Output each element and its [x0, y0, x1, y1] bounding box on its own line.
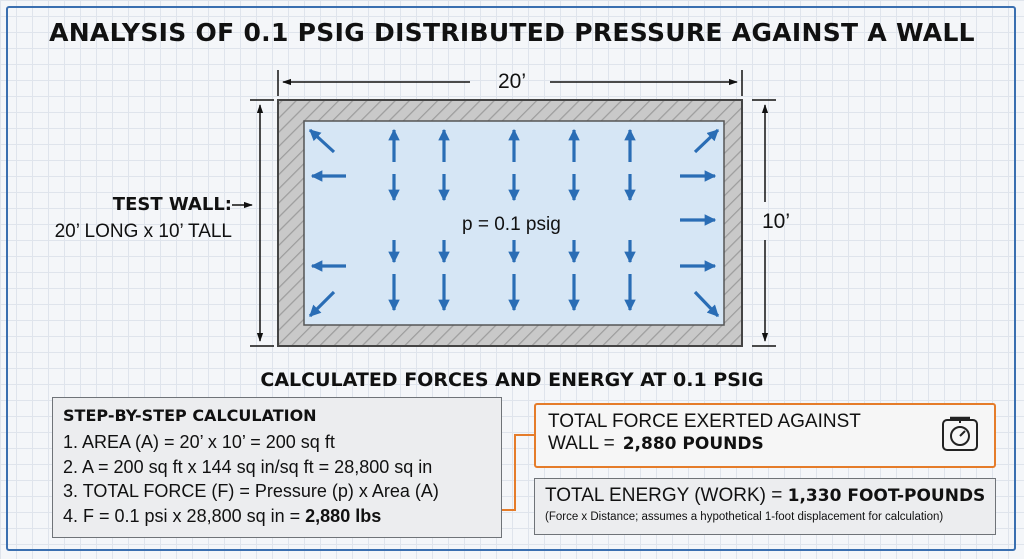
energy-prefix: TOTAL ENERGY (WORK) = — [545, 485, 788, 506]
width-label: 20’ — [498, 70, 527, 93]
pressure-arrow — [693, 128, 720, 154]
height-label: 10’ — [762, 210, 791, 233]
pressure-label: p = 0.1 psig — [462, 214, 561, 235]
left-height-dimension — [250, 99, 274, 347]
test-wall-size: 20’ LONG x 10’ TALL — [54, 221, 232, 242]
height-dimension — [752, 99, 776, 347]
connector-line — [502, 434, 534, 511]
section-subtitle: CALCULATED FORCES AND ENERGY AT 0.1 PSIG — [260, 369, 764, 391]
step-4-result: 2,880 lbs — [305, 505, 382, 526]
step-4: 4. F = 0.1 psi x 28,800 sq in = 2,880 lb… — [63, 504, 501, 529]
test-wall-title: TEST WALL: — [112, 194, 232, 215]
energy-note: (Force x Distance; assumes a hypothetica… — [545, 511, 944, 523]
calculation-steps-box: STEP-BY-STEP CALCULATION 1. AREA (A) = 2… — [52, 397, 502, 538]
step-4-text: 4. F = 0.1 psi x 28,800 sq in = — [63, 505, 306, 526]
step-2: 2. A = 200 sq ft x 144 sq in/sq ft = 28,… — [63, 456, 433, 477]
force-prefix: WALL = — [548, 433, 615, 454]
step-3: 3. TOTAL FORCE (F) = Pressure (p) x Area… — [63, 481, 439, 501]
page-title: ANALYSIS OF 0.1 PSIG DISTRIBUTED PRESSUR… — [49, 18, 975, 47]
pressure-arrows — [308, 128, 720, 318]
pressure-arrow — [308, 290, 336, 318]
test-wall-label: TEST WALL: 20’ LONG x 10’ TALL — [40, 194, 232, 243]
step-1: 1. AREA (A) = 20’ x 10’ = 200 sq ft — [63, 432, 335, 452]
steps-heading: STEP-BY-STEP CALCULATION — [63, 406, 317, 425]
force-line-2: WALL = 2,880 POUNDS — [548, 433, 994, 455]
energy-line: TOTAL ENERGY (WORK) = 1,330 FOOT-POUNDS — [545, 485, 995, 507]
force-line-1: TOTAL FORCE EXERTED AGAINST — [548, 411, 861, 432]
total-energy-box: TOTAL ENERGY (WORK) = 1,330 FOOT-POUNDS … — [534, 478, 996, 535]
scale-icon — [942, 416, 978, 451]
pressure-arrow — [308, 128, 336, 154]
energy-value: 1,330 FOOT-POUNDS — [787, 486, 986, 506]
force-value: 2,880 POUNDS — [622, 434, 764, 454]
page-frame — [6, 6, 1016, 551]
pressure-arrow — [693, 290, 720, 318]
total-force-box: TOTAL FORCE EXERTED AGAINST WALL = 2,880 … — [534, 403, 996, 468]
width-dimension — [277, 70, 743, 96]
